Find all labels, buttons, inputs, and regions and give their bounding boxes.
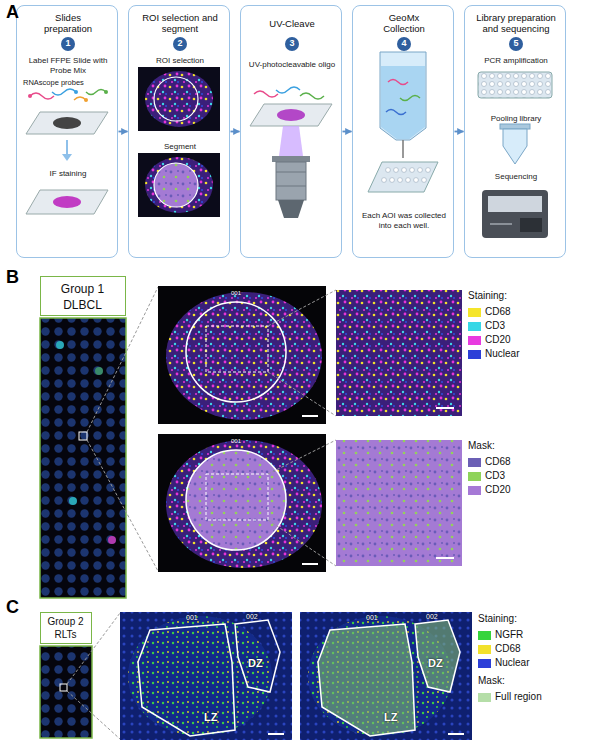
node-text: PCR amplification: [469, 56, 563, 66]
node-text: ROI selection: [137, 56, 223, 66]
legend-heading: Staining:: [478, 614, 517, 624]
legend-entry: CD3: [468, 320, 505, 332]
node-title: ROI selection and segment: [133, 12, 227, 35]
node-text: Each AOI was collected into each well.: [357, 211, 451, 230]
node-text: UV-photocleavable oligo: [245, 60, 339, 70]
step-number-circle: 4: [397, 37, 411, 51]
legend-heading: Mask:: [468, 441, 495, 451]
legend-entry: Nuclear: [468, 348, 519, 360]
step-number: 3: [285, 37, 299, 49]
roi-number: 001: [366, 614, 378, 621]
flow-arrow: [455, 131, 464, 133]
legend-swatch: [478, 631, 491, 640]
legend-entry: CD3: [468, 470, 505, 482]
node-text: IF staining: [21, 169, 115, 179]
legend-swatch: [468, 336, 481, 345]
process-step-box: Library preparation and sequencingPCR am…: [464, 5, 566, 258]
region-label: LZ: [204, 712, 217, 723]
legend-entry: CD68: [468, 306, 511, 318]
legend-text: NGFR: [495, 629, 523, 641]
flow-arrow: [119, 131, 128, 133]
roi-number: 002: [246, 613, 258, 620]
legend-entry: Nuclear: [478, 657, 529, 669]
node-text: DLBCL: [41, 298, 124, 312]
node-text: Sequencing: [469, 172, 563, 182]
step-number-circle: 5: [509, 37, 523, 51]
legend-text: Nuclear: [485, 348, 519, 360]
node-title: Library preparation and sequencing: [467, 12, 565, 35]
region-label: LZ: [384, 712, 397, 723]
step-number-circle: 2: [173, 37, 187, 51]
panel-letter: C: [6, 598, 19, 616]
group-box: Group 2RLTs: [40, 612, 92, 644]
node-text: Pooling library: [469, 114, 563, 124]
node-text: RLTs: [41, 629, 90, 641]
legend-swatch: [468, 350, 481, 359]
node-text: Label FFPE Slide with Probe Mix: [21, 56, 115, 75]
group-box: Group 1 DLBCL: [40, 276, 126, 316]
legend-entry: CD68: [468, 456, 511, 468]
step-number: 1: [61, 37, 75, 49]
legend-text: CD68: [485, 306, 511, 318]
legend-swatch: [478, 693, 491, 702]
legend-entry: CD68: [478, 643, 521, 655]
legend-text: CD20: [485, 334, 511, 346]
legend-swatch: [468, 486, 481, 495]
legend-text: Full region: [495, 691, 542, 703]
node-title: Slides preparation: [38, 12, 98, 35]
roi-number: 002: [426, 613, 438, 620]
process-step-box: Slides preparationLabel FFPE Slide with …: [16, 5, 118, 258]
node-title: GeoMx Collection: [374, 12, 434, 35]
roi-number: 001: [231, 438, 241, 444]
region-label: DZ: [428, 658, 443, 669]
legend-entry: CD20: [468, 484, 511, 496]
node-title: UV-Cleave: [245, 18, 339, 29]
roi-number: 001: [231, 290, 241, 296]
process-step-box: UV-CleaveUV-photocleavable oligo 3: [240, 5, 342, 258]
roi-number: 001: [186, 614, 198, 621]
step-number-circle: 1: [61, 37, 75, 51]
panel-letter: B: [6, 268, 19, 286]
node-title: Group 2: [41, 616, 90, 628]
step-number: 5: [509, 37, 523, 49]
legend-entry: NGFR: [478, 629, 523, 641]
legend-text: CD3: [485, 470, 505, 482]
panel-letter: A: [6, 3, 19, 21]
legend-text: CD20: [485, 484, 511, 496]
legend-text: CD3: [485, 320, 505, 332]
legend-text: Nuclear: [495, 657, 529, 669]
legend-text: CD68: [495, 643, 521, 655]
legend-swatch: [468, 472, 481, 481]
step-number: 4: [397, 37, 411, 49]
legend-swatch: [468, 322, 481, 331]
legend-heading: Mask:: [478, 676, 505, 686]
process-step-box: ROI selection and segmentROI selectionSe…: [128, 5, 230, 258]
flow-arrow: [231, 131, 240, 133]
legend-heading: Staining:: [468, 291, 507, 301]
legend-swatch: [468, 458, 481, 467]
legend-swatch: [468, 308, 481, 317]
process-step-box: GeoMx CollectionEach AOI was collected i…: [352, 5, 454, 258]
node-title: Group 1: [41, 282, 124, 296]
step-number: 2: [173, 37, 187, 49]
legend-entry: Full region: [478, 691, 542, 703]
step-number-circle: 3: [285, 37, 299, 51]
region-label: DZ: [248, 658, 263, 669]
node-text: Segment: [137, 142, 223, 152]
legend-text: CD68: [485, 456, 511, 468]
legend-swatch: [478, 645, 491, 654]
legend-swatch: [478, 659, 491, 668]
node-text: RNAscope probes: [23, 78, 113, 87]
flow-arrow: [343, 131, 352, 133]
legend-entry: CD20: [468, 334, 511, 346]
